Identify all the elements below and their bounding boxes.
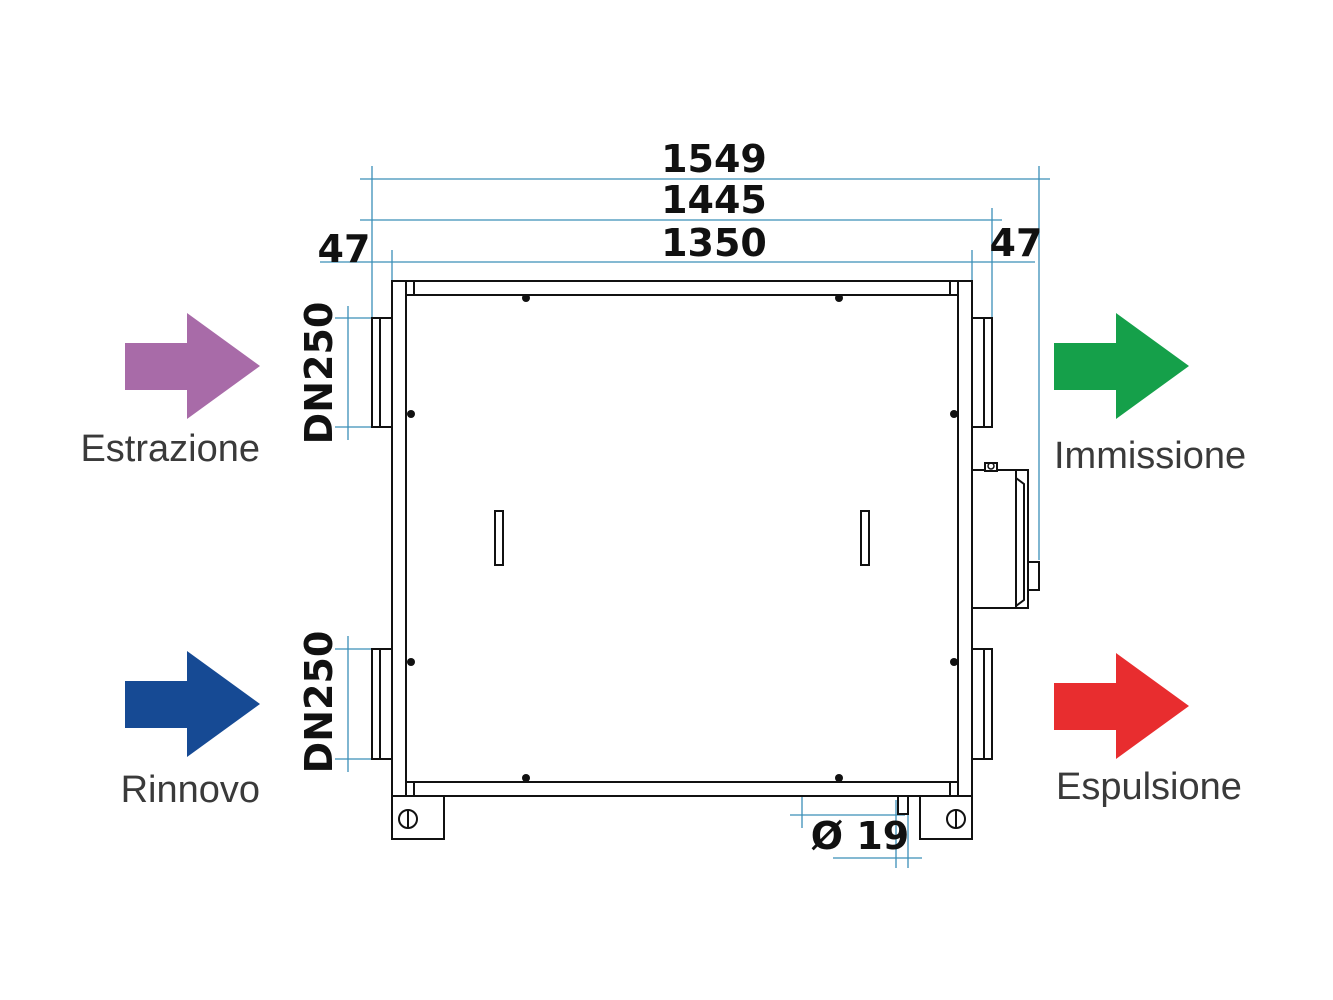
dim-drain-diameter: Ø 19	[811, 814, 909, 858]
dim-middle-width: 1445	[661, 178, 767, 222]
label-renewal: Rinnovo	[121, 769, 260, 811]
unit-body	[391, 280, 973, 797]
electrical-box	[971, 462, 1040, 609]
dim-duct-top: DN250	[297, 302, 341, 445]
arrow-exhaust-shape	[1054, 653, 1189, 759]
arrow-supply-icon	[1054, 313, 1189, 419]
arrow-extraction-shape	[125, 313, 260, 419]
dimension-lines	[320, 166, 1050, 868]
duct-spigots	[371, 317, 993, 760]
mounting-feet	[391, 795, 973, 840]
arrow-supply-shape	[1054, 313, 1189, 419]
arrow-exhaust-icon	[1054, 653, 1189, 759]
label-exhaust: Espulsione	[1056, 766, 1242, 808]
condensate-drain	[897, 795, 909, 815]
dim-left-offset: 47	[318, 227, 371, 271]
label-supply: Immissione	[1054, 435, 1246, 477]
dim-right-offset: 47	[990, 221, 1043, 265]
arrow-renewal-shape	[125, 651, 260, 757]
dim-overall-width: 1549	[661, 137, 767, 181]
arrow-renewal-icon	[125, 651, 260, 757]
label-extraction: Estrazione	[80, 428, 260, 470]
arrow-extraction-icon	[125, 313, 260, 419]
dim-body-width: 1350	[661, 221, 767, 265]
dim-duct-bottom: DN250	[297, 631, 341, 774]
